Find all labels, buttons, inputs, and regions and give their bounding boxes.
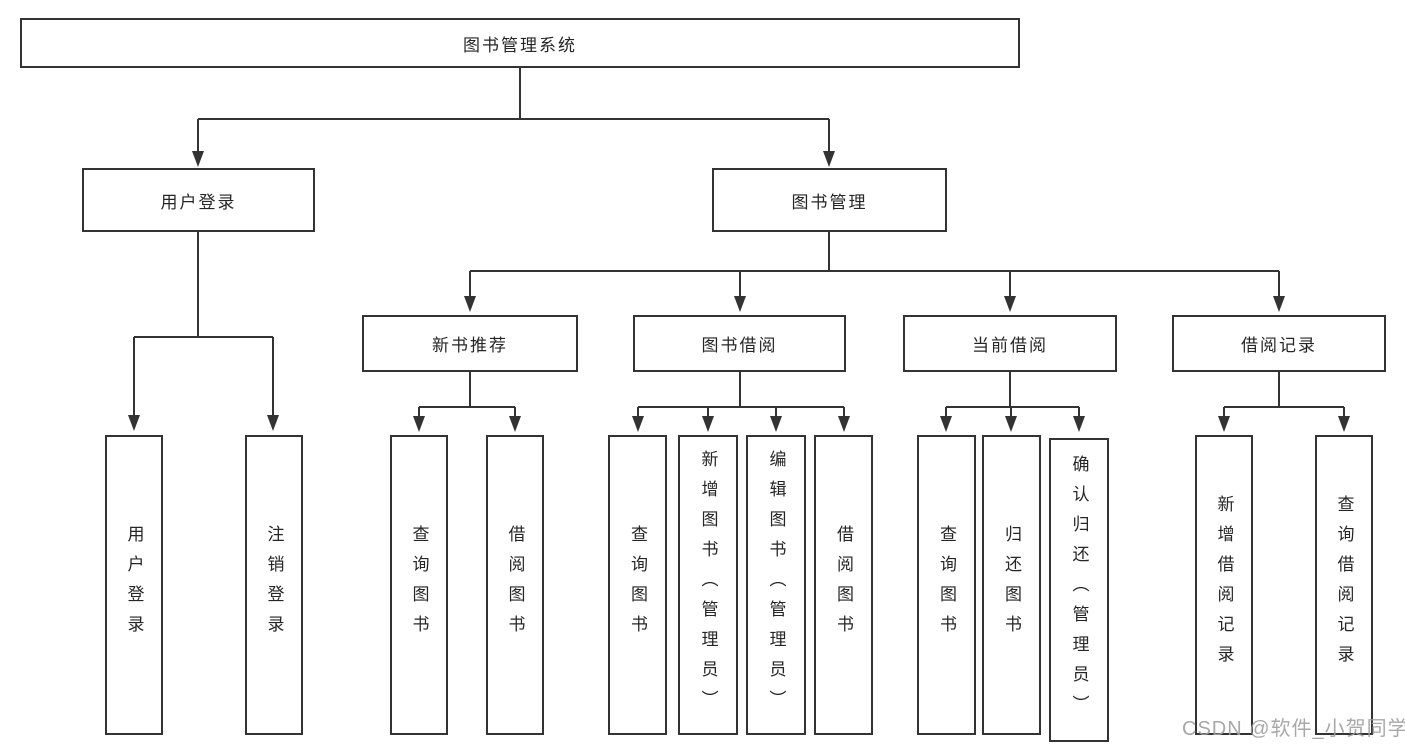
node-current-borrow: 当前借阅: [903, 315, 1117, 372]
leaf-borrow-books-borrow: 借阅图书: [814, 435, 873, 735]
leaf-query-books-borrow: 查询图书: [608, 435, 667, 735]
leaf-confirm-return-admin: 确认归还（管理员）: [1049, 438, 1109, 742]
node-library-system: 图书管理系统: [20, 18, 1020, 68]
leaf-user-login: 用户登录: [105, 435, 163, 735]
leaf-return-book: 归还图书: [982, 435, 1041, 735]
leaf-query-borrow-record: 查询借阅记录: [1315, 435, 1373, 735]
node-new-book-recommend: 新书推荐: [362, 315, 578, 372]
leaf-add-borrow-record: 新增借阅记录: [1195, 435, 1253, 735]
leaf-logout: 注销登录: [245, 435, 303, 735]
node-book-borrow: 图书借阅: [633, 315, 846, 372]
node-user-login: 用户登录: [82, 168, 315, 232]
leaf-borrow-books-recommend: 借阅图书: [486, 435, 544, 735]
node-book-management: 图书管理: [712, 168, 947, 232]
leaf-query-books-recommend: 查询图书: [390, 435, 448, 735]
leaf-add-book-admin: 新增图书（管理员）: [678, 435, 738, 735]
node-borrow-records: 借阅记录: [1172, 315, 1386, 372]
leaf-query-books-current: 查询图书: [917, 435, 976, 735]
leaf-edit-book-admin: 编辑图书（管理员）: [746, 435, 806, 735]
csdn-watermark: CSDN @软件_小贺同学: [1182, 718, 1405, 740]
